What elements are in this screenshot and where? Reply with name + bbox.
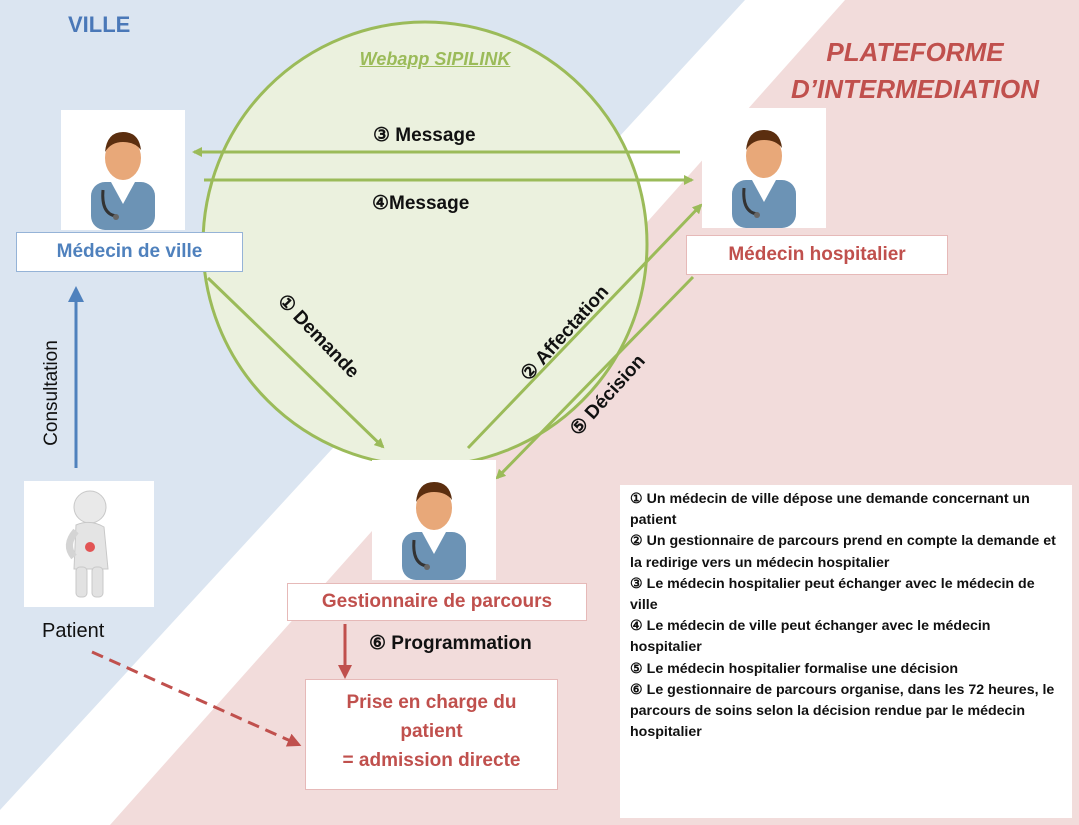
patient-label: Patient [42,620,105,642]
arrow-demande [206,276,385,449]
programmation-label: ⑥ Programmation [369,633,532,654]
consultation-label: Consultation [41,340,62,446]
gestionnaire-box: Gestionnaire de parcours [287,583,587,621]
doctor-icon [372,460,496,580]
arrow-decision [495,275,695,480]
prise-en-charge-box: Prise en charge du patient = admission d… [305,679,558,790]
patient-figure-icon [24,481,154,607]
legend-item: ① Un médecin de ville dépose une demande… [630,491,1030,529]
legend-item: ⑤ Le médecin hospitalier formalise une d… [630,660,959,677]
doctor-icon [702,108,826,228]
message4-label: ④Message [372,193,470,214]
webapp-title: Webapp SIPILINK [359,49,511,69]
webapp-circle [201,20,649,468]
arrow-affectation [466,203,703,450]
legend-item: ③ Le médecin hospitalier peut échanger a… [630,575,1035,614]
legend-item: ② Un gestionnaire de parcours prend en c… [630,533,1056,571]
prise-line3: = admission directe [342,750,521,771]
ville-title: VILLE [68,12,131,37]
plateforme-title-line1: PLATEFORME [826,37,1004,67]
message3-label: ③ Message [373,125,476,146]
plateforme-title-line2: D’INTERMEDIATION [791,74,1039,104]
prise-line2: patient [400,721,463,742]
legend-box: ① Un médecin de ville dépose une demande… [620,485,1072,818]
legend-item: ④ Le médecin de ville peut échanger avec… [630,618,991,656]
doctor-icon [61,110,185,230]
plateforme-title: PLATEFORME D’INTERMEDIATION [780,34,1050,108]
legend-item: ⑥ Le gestionnaire de parcours organise, … [630,681,1055,741]
medecin-hospitalier-box: Médecin hospitalier [686,235,948,275]
medecin-ville-box: Médecin de ville [16,232,243,272]
prise-line1: Prise en charge du [346,692,517,713]
